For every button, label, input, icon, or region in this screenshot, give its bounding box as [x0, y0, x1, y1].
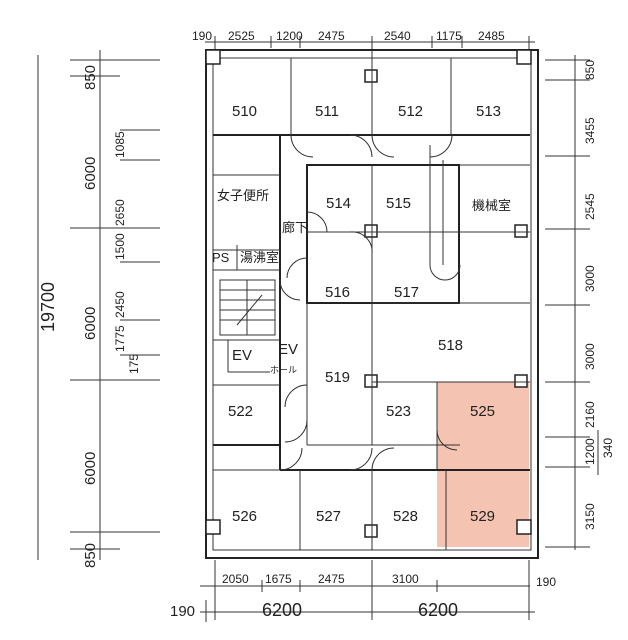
room-510: 510 [232, 103, 257, 120]
room-529: 529 [470, 508, 495, 525]
dim-left-175: 175 [127, 354, 141, 374]
dim-left-6000-c: 6000 [82, 452, 99, 485]
label-ps: PS [212, 250, 230, 265]
room-519: 519 [325, 369, 350, 386]
bottom-dimension-labels: 2050 1675 2475 3100 190 190 6200 6200 [170, 572, 556, 620]
dim-top-2540: 2540 [384, 29, 411, 43]
label-machine-room: 機械室 [472, 198, 511, 213]
dim-left-1775: 1775 [113, 325, 127, 352]
label-kitchen: 湯沸室 [240, 250, 279, 265]
dim-left-6000-a: 6000 [82, 157, 99, 190]
label-corridor: 廊下 [282, 220, 308, 235]
dim-bottom-6200-right: 6200 [418, 600, 458, 620]
dim-left-2650: 2650 [113, 199, 127, 226]
facility-labels: 女子便所 廊下 湯沸室 PS 機械室 EV EV ホール [212, 188, 511, 375]
dim-right-2545: 2545 [583, 193, 597, 220]
dim-bottom-1675: 1675 [265, 572, 292, 586]
dim-top-2525: 2525 [228, 29, 255, 43]
dim-top-2485: 2485 [478, 29, 505, 43]
room-525: 525 [470, 403, 495, 420]
room-labels: 510 511 512 513 514 515 516 517 518 519 … [228, 103, 501, 525]
dim-bottom-190-left: 190 [170, 603, 195, 620]
left-dimension-labels: 19700 850 6000 6000 6000 850 1085 2650 1… [38, 65, 141, 568]
label-ev-hall: ホール [270, 365, 297, 375]
top-dimension-labels: 190 2525 1200 2475 2540 1175 2485 [192, 29, 505, 43]
dim-bottom-2050: 2050 [222, 572, 249, 586]
room-514: 514 [326, 195, 351, 212]
dim-top-1200: 1200 [276, 29, 303, 43]
room-526: 526 [232, 508, 257, 525]
right-dimension-labels: 850 3455 2545 3000 3000 2160 1200 3150 3… [583, 60, 615, 530]
dim-right-3000-b: 3000 [583, 343, 597, 370]
dim-right-850: 850 [583, 60, 597, 80]
dim-right-3000-a: 3000 [583, 265, 597, 292]
dim-right-3455: 3455 [583, 117, 597, 144]
room-511: 511 [315, 103, 339, 120]
label-ev-right: EV [278, 341, 298, 358]
room-528: 528 [393, 508, 418, 525]
room-513: 513 [476, 103, 501, 120]
door-swings [279, 134, 461, 471]
dim-left-1500: 1500 [113, 233, 127, 260]
dim-bottom-2475: 2475 [318, 572, 345, 586]
room-516: 516 [325, 284, 350, 301]
dim-right-2160: 2160 [583, 401, 597, 428]
dim-left-6000-b: 6000 [82, 307, 99, 340]
dim-right-1200: 1200 [583, 438, 597, 465]
stairs [219, 279, 276, 336]
dim-left-1085: 1085 [113, 131, 127, 158]
dim-bottom-190-right: 190 [536, 575, 556, 589]
dim-left-2450: 2450 [113, 291, 127, 318]
dim-top-2475: 2475 [318, 29, 345, 43]
dim-left-total: 19700 [38, 282, 58, 332]
highlighted-unit-525-529 [437, 382, 529, 547]
room-512: 512 [398, 103, 423, 120]
dim-top-190: 190 [192, 29, 212, 43]
room-527: 527 [316, 508, 341, 525]
dimension-lines [37, 36, 599, 622]
room-523: 523 [386, 403, 411, 420]
label-toilet: 女子便所 [217, 188, 269, 203]
room-522: 522 [228, 403, 253, 420]
dim-left-850-bottom: 850 [82, 543, 99, 568]
label-ev-left: EV [232, 347, 252, 364]
room-517: 517 [394, 284, 419, 301]
dim-right-3150: 3150 [583, 503, 597, 530]
room-515: 515 [386, 195, 411, 212]
dim-right-340: 340 [601, 438, 615, 458]
dim-bottom-3100: 3100 [392, 572, 419, 586]
dim-top-1175: 1175 [436, 29, 462, 43]
dim-bottom-6200-left: 6200 [262, 600, 302, 620]
dim-left-850-top: 850 [82, 65, 99, 90]
room-518: 518 [438, 337, 463, 354]
building-walls [205, 49, 539, 559]
